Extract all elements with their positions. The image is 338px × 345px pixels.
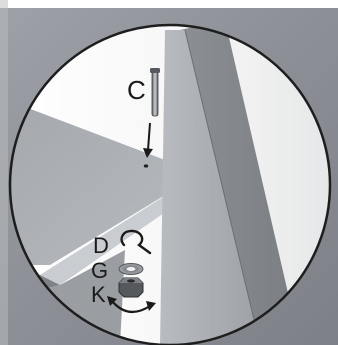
washer-g: [119, 264, 143, 275]
nut-k: [119, 278, 143, 297]
bolt-shank: [152, 72, 158, 116]
top-edge: [0, 0, 338, 8]
label-k: K: [91, 282, 106, 307]
bolt-hole: [144, 164, 148, 167]
bolt-head: [150, 68, 160, 73]
label-g: G: [91, 258, 108, 283]
left-edge: [0, 0, 8, 345]
label-d: D: [93, 233, 109, 258]
label-c: C: [127, 75, 146, 105]
